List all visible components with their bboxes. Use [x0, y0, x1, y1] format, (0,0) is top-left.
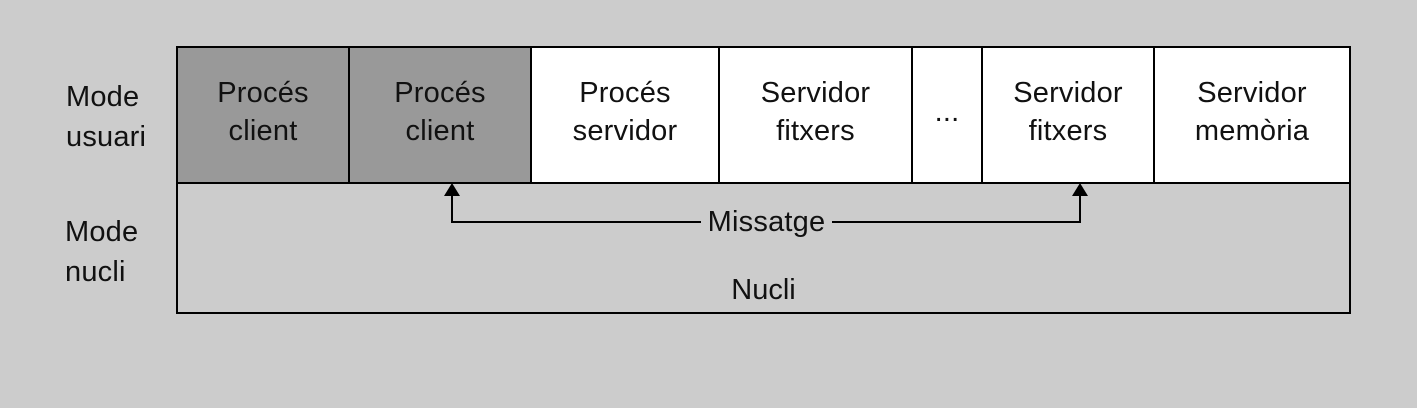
box-proces-client-2: Procés client [350, 48, 532, 182]
kernel-region: Missatge Nucli [178, 183, 1349, 312]
message-arrow: Missatge [452, 202, 1081, 242]
user-mode-row: Procés client Procés client Procés servi… [178, 48, 1349, 184]
box-proces-servidor: Procés servidor [532, 48, 720, 182]
arrow-line-left [451, 196, 453, 223]
box-label: Servidor memòria [1194, 77, 1310, 147]
box-label: Servidor fitxers [760, 77, 871, 147]
missatge-label: Missatge [707, 206, 826, 238]
box-servidor-memoria: Servidor memòria [1155, 48, 1349, 182]
arrow-line-right [1079, 196, 1081, 223]
arrow-line-horizontal [832, 221, 1081, 223]
label-mode-usuari: Mode usuari [66, 81, 147, 153]
box-label: Procés client [394, 77, 486, 147]
box-servidor-fitxers-2: Servidor fitxers [983, 48, 1155, 182]
box-label: Procés servidor [572, 77, 678, 147]
label-mode-nucli: Mode nucli [65, 216, 139, 288]
box-proces-client-1: Procés client [178, 48, 350, 182]
box-ellipsis: ... [913, 48, 983, 182]
box-label: Procés client [217, 77, 309, 147]
box-label: Servidor fitxers [1013, 77, 1123, 147]
nucli-label: Nucli [731, 274, 796, 306]
arrow-line-horizontal [452, 221, 701, 223]
box-servidor-fitxers-1: Servidor fitxers [720, 48, 913, 182]
arrow-up-icon-left [444, 183, 460, 196]
arrow-up-icon-right [1072, 183, 1088, 196]
ellipsis-label: ... [934, 96, 960, 128]
architecture-box: Procés client Procés client Procés servi… [176, 46, 1351, 314]
